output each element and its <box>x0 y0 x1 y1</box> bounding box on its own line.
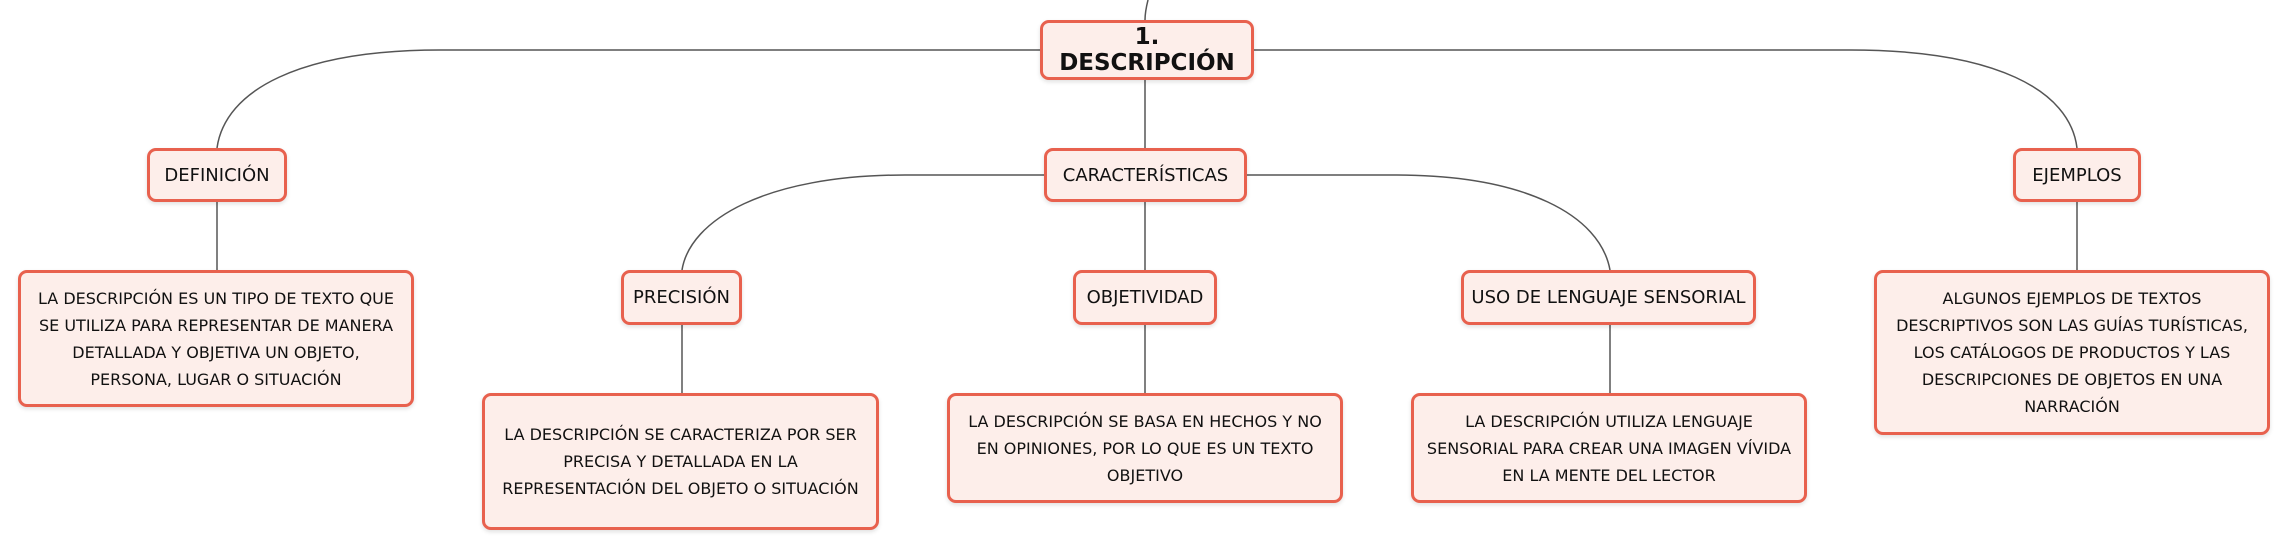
ejemplos-label: EJEMPLOS <box>2032 164 2122 186</box>
definicion-node[interactable]: DEFINICIÓN <box>147 148 287 202</box>
definicion-label: DEFINICIÓN <box>164 164 270 186</box>
connector-root-definicion <box>216 49 1040 149</box>
connector-root-ejemplos <box>1254 49 2078 149</box>
caracteristicas-label: CARACTERÍSTICAS <box>1062 164 1229 186</box>
precision-text: LA DESCRIPCIÓN SE CARACTERIZA POR SER PR… <box>502 425 859 498</box>
objetividad-text: LA DESCRIPCIÓN SE BASA EN HECHOS Y NO EN… <box>968 411 1322 485</box>
ejemplos-node[interactable]: EJEMPLOS <box>2013 148 2141 202</box>
objetividad-text-node[interactable]: LA DESCRIPCIÓN SE BASA EN HECHOS Y NO EN… <box>947 393 1343 503</box>
root-label: 1. DESCRIPCIÓN <box>1059 24 1235 76</box>
precision-node[interactable]: PRECISIÓN <box>621 270 742 325</box>
sensorial-text-node[interactable]: LA DESCRIPCIÓN UTILIZA LENGUAJE SENSORIA… <box>1411 393 1807 503</box>
connector-caracteristicas-precision <box>681 174 1044 271</box>
connector-caracteristicas-sensorial <box>1247 174 1611 271</box>
connector-parent-root <box>1144 0 1149 21</box>
ejemplos-text-node[interactable]: ALGUNOS EJEMPLOS DE TEXTOS DESCRIPTIVOS … <box>1874 270 2270 435</box>
objetividad-label: OBJETIVIDAD <box>1086 287 1204 308</box>
definicion-text-node[interactable]: LA DESCRIPCIÓN ES UN TIPO DE TEXTO QUE S… <box>18 270 414 407</box>
definicion-text: LA DESCRIPCIÓN ES UN TIPO DE TEXTO QUE S… <box>38 288 394 389</box>
sensorial-text: LA DESCRIPCIÓN UTILIZA LENGUAJE SENSORIA… <box>1426 411 1792 485</box>
sensorial-label: USO DE LENGUAJE SENSORIAL <box>1471 287 1746 308</box>
ejemplos-text: ALGUNOS EJEMPLOS DE TEXTOS DESCRIPTIVOS … <box>1896 289 2248 416</box>
sensorial-node[interactable]: USO DE LENGUAJE SENSORIAL <box>1461 270 1756 325</box>
precision-label: PRECISIÓN <box>633 287 730 308</box>
precision-text-node[interactable]: LA DESCRIPCIÓN SE CARACTERIZA POR SER PR… <box>482 393 879 530</box>
caracteristicas-node[interactable]: CARACTERÍSTICAS <box>1044 148 1247 202</box>
root-node[interactable]: 1. DESCRIPCIÓN <box>1040 20 1254 80</box>
objetividad-node[interactable]: OBJETIVIDAD <box>1073 270 1217 325</box>
